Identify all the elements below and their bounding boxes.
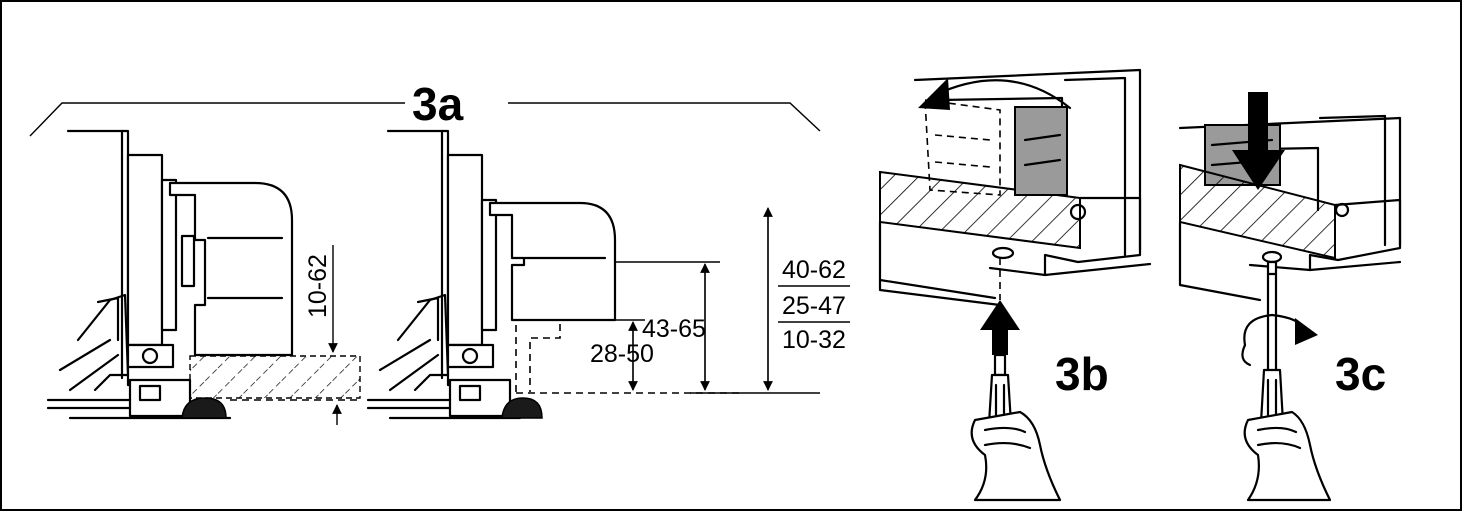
dimension-25-47: 25-47 <box>782 292 846 320</box>
figure-3a-right-assembly <box>366 129 850 420</box>
dimension-10-32: 10-32 <box>782 326 846 354</box>
figure-3b-illustration <box>878 68 1152 502</box>
figure-3c-illustration <box>1178 92 1402 502</box>
figure-label-3a: 3a <box>412 78 464 130</box>
figure-3a-left-assembly <box>46 129 361 425</box>
dimension-40-62: 40-62 <box>782 256 846 284</box>
dimension-28-50: 28-50 <box>590 340 654 368</box>
dimension-43-65: 43-65 <box>642 315 706 343</box>
figure-label-3b: 3b <box>1055 348 1109 400</box>
figure-label-3c: 3c <box>1335 348 1386 400</box>
figure-3a-bracket <box>29 102 821 137</box>
dimension-10-62: 10-62 <box>304 254 332 318</box>
